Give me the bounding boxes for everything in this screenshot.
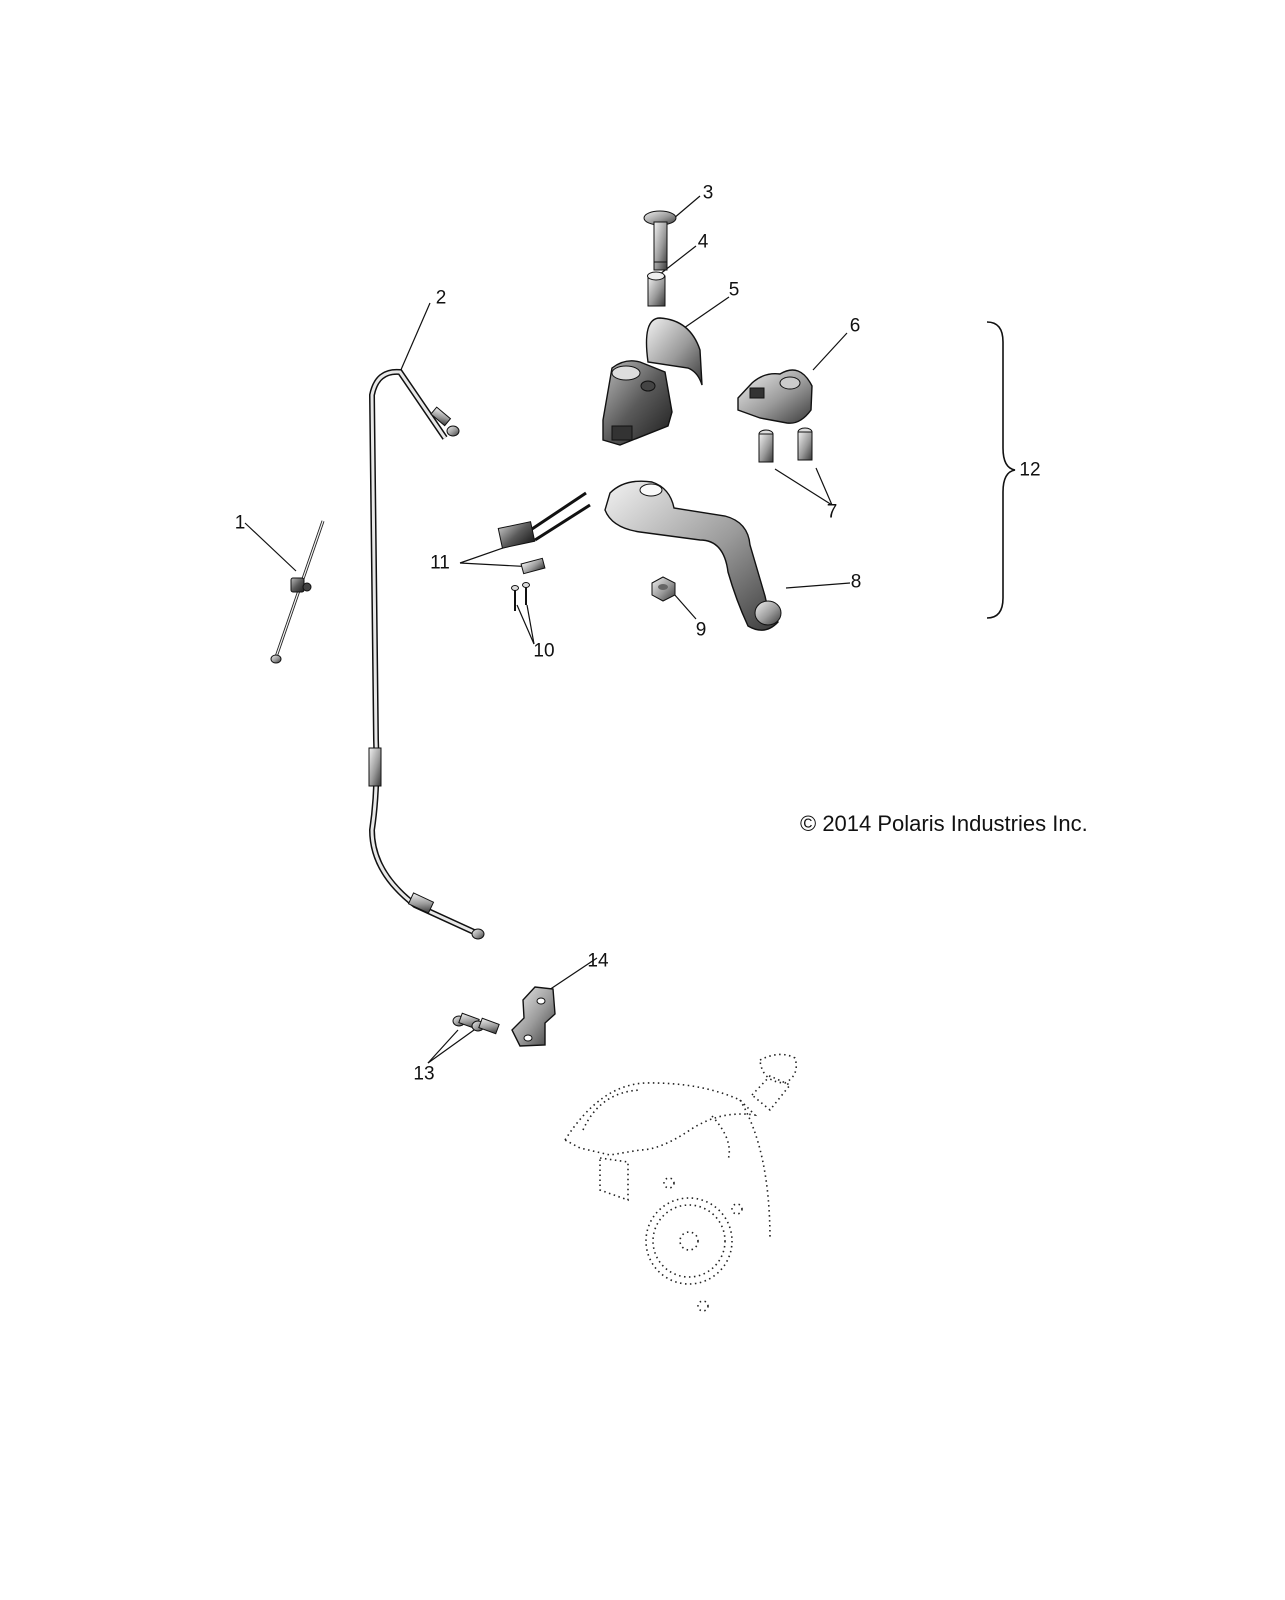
callout-12: 12: [1019, 459, 1041, 481]
screw: [644, 211, 676, 270]
callout-1: 1: [234, 512, 246, 534]
clutch-cable: [369, 372, 484, 939]
callout-8: 8: [850, 571, 862, 593]
clamp: [738, 370, 812, 423]
callout-13: 13: [413, 1063, 435, 1085]
callout-7: 7: [826, 501, 838, 523]
callout-11: 11: [430, 552, 450, 574]
callout-3: 3: [702, 182, 714, 204]
switch: [498, 493, 590, 574]
switch-screws: [512, 583, 530, 612]
bushing: [648, 272, 666, 306]
callout-5: 5: [728, 279, 740, 301]
assembly-bracket: [986, 321, 1016, 619]
lever-housing: [603, 318, 702, 445]
reference-mount-outline: [563, 1053, 798, 1312]
cable-tie: [271, 521, 323, 663]
callout-2: 2: [435, 287, 447, 309]
callout-14: 14: [587, 950, 609, 972]
callout-4: 4: [697, 231, 709, 253]
callout-10: 10: [533, 640, 555, 662]
copyright-notice: © 2014 Polaris Industries Inc.: [800, 811, 1088, 836]
clutch-lever: [605, 481, 781, 630]
bracket-screws: [453, 1013, 499, 1034]
clamp-screws: [759, 428, 812, 462]
callout-9: 9: [695, 619, 707, 641]
nut: [652, 577, 675, 601]
mounting-bracket: [512, 987, 555, 1046]
callout-6: 6: [849, 315, 861, 337]
